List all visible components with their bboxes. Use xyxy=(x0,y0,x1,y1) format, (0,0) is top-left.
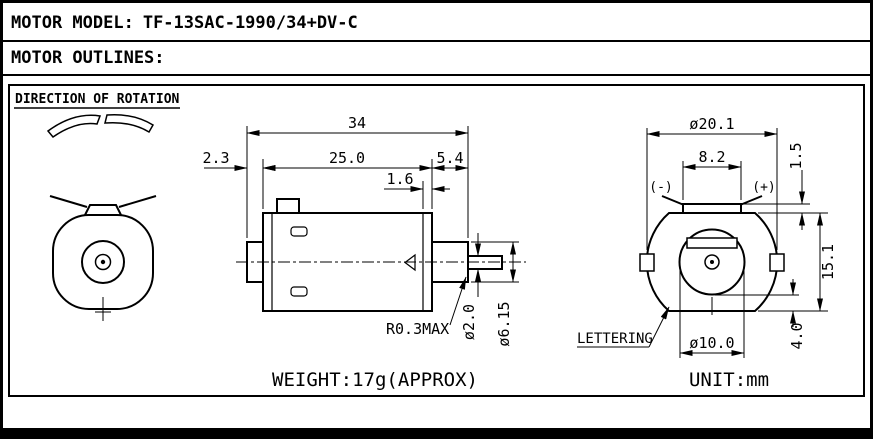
rear-center-dot xyxy=(710,260,714,264)
rear-view: ø20.1 8.2 (-) (+) 1.5 15.1 4.0 ø10.0 LET… xyxy=(577,115,837,391)
bottom-bar xyxy=(0,428,873,439)
shaft-notch xyxy=(404,253,416,272)
model-label: MOTOR MODEL: xyxy=(11,13,134,33)
page-title: MOTOR MODEL: TF-13SAC-1990/34+DV-C xyxy=(11,13,358,33)
output-shaft xyxy=(467,255,503,270)
terminal-positive-label: (+) xyxy=(752,180,775,195)
side-tab-right xyxy=(769,253,785,272)
dim-text-hub-dia: ø6.15 xyxy=(495,301,513,346)
terminal-slot xyxy=(290,286,308,297)
dim-text-flat-width: 8.2 xyxy=(698,148,725,166)
fillet-callout: R0.3MAX xyxy=(386,320,449,338)
dim-text-step: 1.5 xyxy=(787,142,805,169)
front-wing-left xyxy=(49,195,88,208)
unit-note: UNIT:mm xyxy=(689,369,769,391)
dim-text-body: 25.0 xyxy=(329,149,365,167)
front-hub-circle xyxy=(81,240,125,284)
rear-shaft-circle xyxy=(704,254,720,270)
dim-text-across-flats: 15.1 xyxy=(819,244,837,280)
dim-text-outer-dia: ø20.1 xyxy=(689,115,734,133)
terminal-negative-label: (-) xyxy=(649,180,672,195)
direction-of-rotation-label: DIRECTION OF ROTATION xyxy=(15,92,180,107)
drawing-frame xyxy=(8,84,865,397)
front-wing-right xyxy=(118,195,157,208)
weight-note: WEIGHT:17g(APPROX) xyxy=(272,369,478,391)
dim-text-shaft-dia: ø2.0 xyxy=(460,304,478,340)
front-view: DIRECTION OF ROTATION xyxy=(14,92,180,321)
leader-line xyxy=(648,306,670,348)
rotation-arrow-icon xyxy=(46,114,102,139)
leader-line xyxy=(449,276,467,326)
dim-text-lip: 1.6 xyxy=(386,170,413,188)
model-value: TF-13SAC-1990/34+DV-C xyxy=(143,13,358,33)
front-brush-bump xyxy=(84,204,122,216)
front-center-dot xyxy=(100,259,106,265)
side-tab-left xyxy=(639,253,655,272)
dim-text-front-hub: 2.3 xyxy=(202,149,229,167)
outlines-title: MOTOR OUTLINES: xyxy=(11,48,165,68)
rear-top-plateau xyxy=(682,203,742,213)
dim-text-overall: 34 xyxy=(348,114,366,132)
lettering-callout: LETTERING xyxy=(577,331,653,347)
dim-text-offset: 4.0 xyxy=(788,322,806,349)
dim-text-boss-dia: ø10.0 xyxy=(689,334,734,352)
lettering-plate xyxy=(686,237,738,249)
dim-text-rear-hub: 5.4 xyxy=(436,149,463,167)
rear-wing-left xyxy=(661,195,685,206)
terminal-slot xyxy=(290,226,308,237)
front-shaft-circle xyxy=(94,253,112,271)
brush-housing-bump xyxy=(276,198,300,214)
rotation-arrow-icon xyxy=(104,113,155,134)
side-view: 34 2.3 25.0 5.4 1.6 ø2.0 ø6.15 R0.3MAX W… xyxy=(202,114,526,391)
rear-wing-right xyxy=(739,195,763,206)
